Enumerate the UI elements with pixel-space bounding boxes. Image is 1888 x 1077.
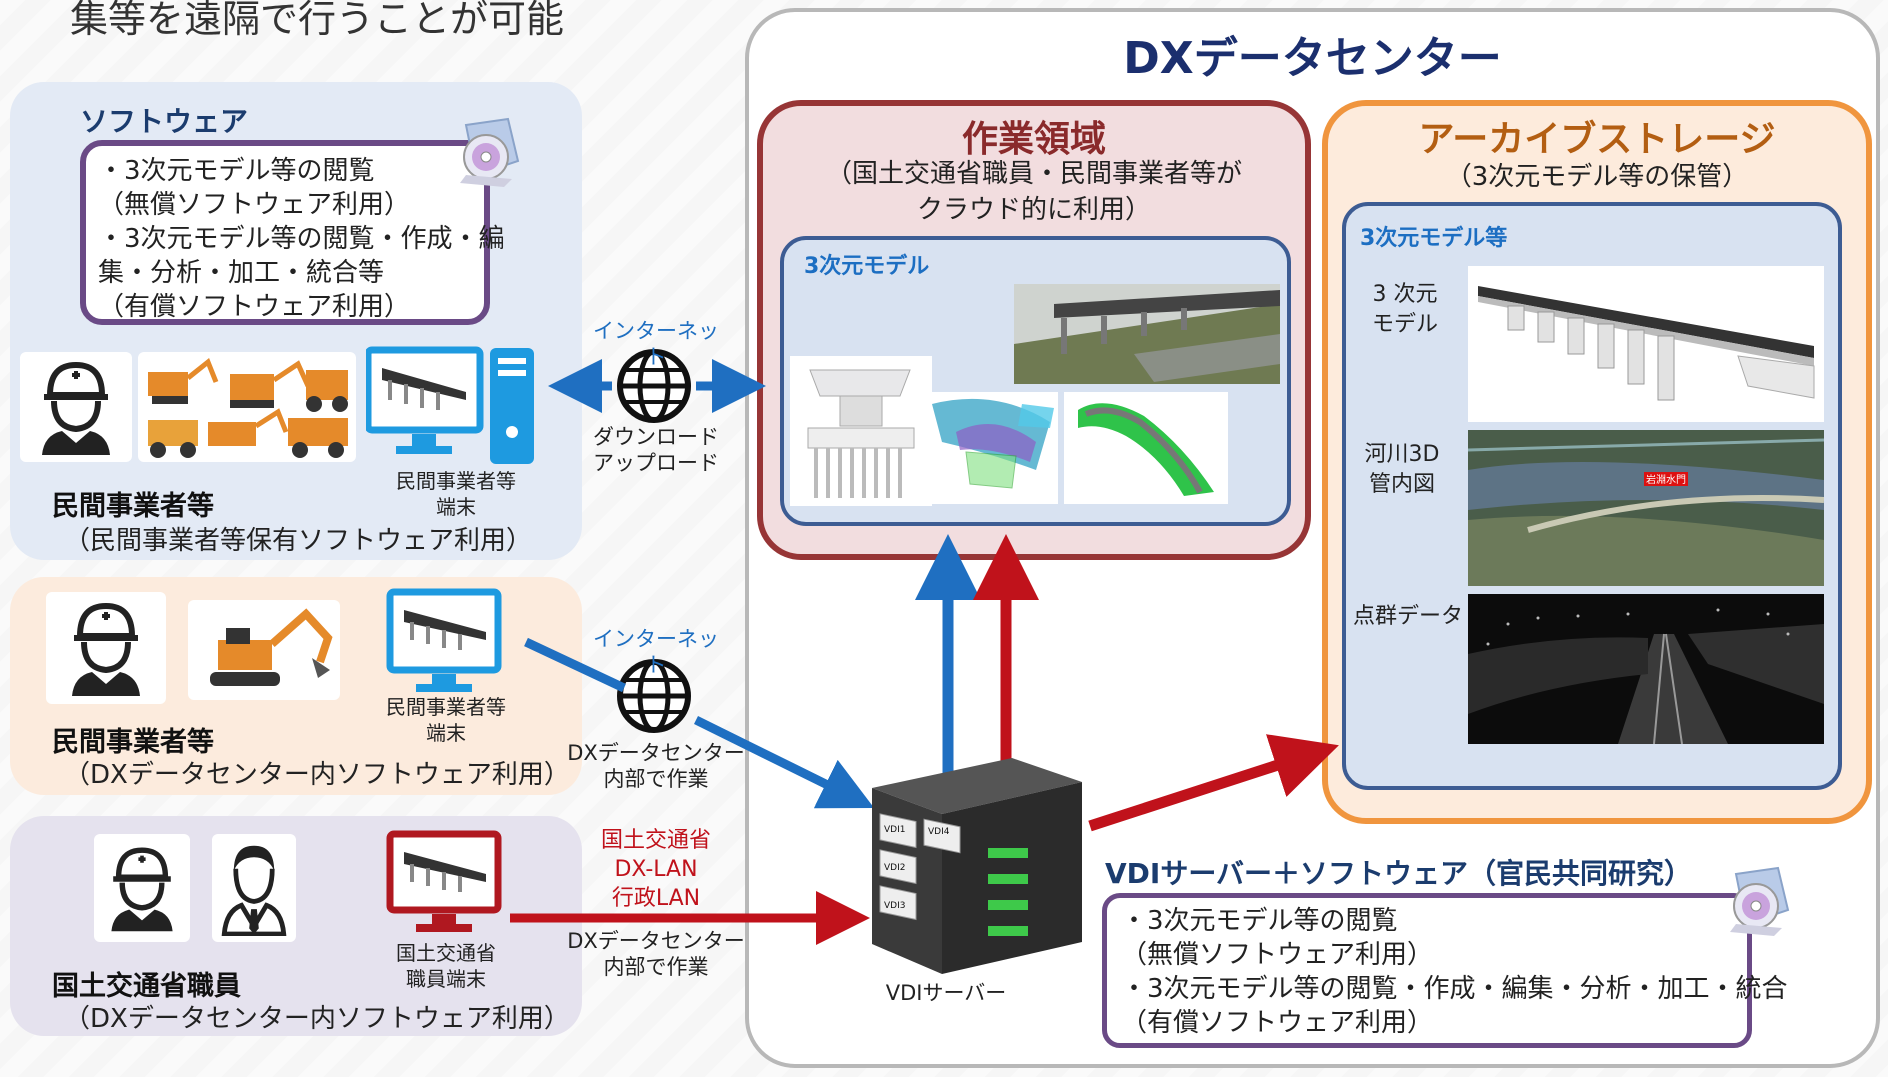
- terminal-label-line: 端末: [426, 721, 466, 745]
- archive-label-line: 管内図: [1368, 472, 1435, 497]
- archive-3d-models-title: 3次元モデル等: [1360, 226, 1508, 251]
- globe-internet-icon: [617, 659, 691, 733]
- conn-label-line: 国土交通省: [600, 828, 711, 853]
- vdi-unit-label: VDI4: [928, 827, 950, 837]
- software-line: ・3次元モデル等の閲覧: [98, 156, 375, 186]
- conn3-top-label: 国土交通省 DX-LAN 行政LAN: [586, 826, 726, 913]
- terminal-label-line: 職員端末: [406, 967, 486, 991]
- conn-label-line: DX-LAN: [614, 857, 698, 882]
- terminal-label-line: 端末: [436, 495, 476, 519]
- construction-machines-image: [138, 352, 356, 462]
- pc-terminal-icon: [386, 830, 502, 932]
- software-disc-icon: [460, 117, 520, 187]
- archive-point-cloud-image: [1468, 594, 1824, 744]
- archive-item-river-map-label: 河川3D 管内図: [1352, 440, 1452, 500]
- work-area-title: 作業領域: [961, 119, 1106, 160]
- worker-helmet-icon: [94, 834, 190, 942]
- software-line: （有償ソフトウェア利用）: [98, 292, 411, 322]
- terminal-label-line: 民間事業者等: [396, 469, 516, 493]
- office-staff-icon: [212, 834, 296, 942]
- software-line: （無償ソフトウェア利用）: [98, 190, 411, 220]
- group2-name: 民間事業者等: [52, 727, 214, 758]
- dx-datacenter-title: DXデータセンター: [1123, 33, 1502, 84]
- conn-label-line: 内部で作業: [603, 767, 709, 791]
- conn1-bottom-label: ダウンロード アップロード: [586, 424, 726, 476]
- excavator-image: [188, 600, 340, 700]
- archive-label-line: 3 次元: [1372, 282, 1438, 307]
- vdi-server-rack-icon: VDI1 VDI4 VDI2 VDI3: [872, 758, 1082, 974]
- archive-river-3d-map-image: 岩淵水門: [1468, 430, 1824, 586]
- group3-sub: （DXデータセンター内ソフトウェア利用）: [64, 1004, 570, 1034]
- globe-internet-icon: [617, 349, 691, 423]
- group3-terminal-label: 国土交通省 職員端末: [376, 940, 516, 992]
- archive-storage-title: アーカイブストレージ: [1418, 119, 1776, 160]
- work-3d-model-title: 3次元モデル: [804, 254, 930, 279]
- work-area-subtitle: （国土交通省職員・民間事業者等が クラウド的に利用）: [757, 156, 1311, 228]
- vdi-software-line: ・3次元モデル等の閲覧・作成・編集・分析・加工・統合: [1121, 974, 1788, 1004]
- conn2-top-label: インターネット: [593, 627, 719, 677]
- work-area-subtitle-line: クラウド的に利用）: [916, 195, 1151, 225]
- pc-terminal-icon: [366, 346, 534, 464]
- vdi-unit-label: VDI1: [884, 825, 905, 835]
- archive-bridge-model-image: [1468, 266, 1824, 422]
- vdi-software-box: ・3次元モデル等の閲覧 （無償ソフトウェア利用） ・3次元モデル等の閲覧・作成・…: [1102, 893, 1788, 1048]
- top-caption: 集等を遠隔で行うことが可能: [70, 0, 565, 41]
- vdi-software-title: VDIサーバー＋ソフトウェア（官民共同研究）: [1105, 857, 1693, 890]
- software-line: ・3次元モデル等の閲覧・作成・編: [98, 224, 505, 254]
- worker-helmet-icon: [46, 592, 166, 704]
- terminal-label-line: 国土交通省: [396, 941, 496, 965]
- conn-label-line: ダウンロード: [593, 425, 719, 449]
- terminal-label-line: 民間事業者等: [386, 695, 506, 719]
- group1-sub: （民間事業者等保有ソフトウェア利用）: [64, 526, 533, 556]
- worker-helmet-icon: [20, 352, 132, 462]
- map-tag-text: 岩淵水門: [1646, 473, 1686, 486]
- vdi-software-line: ・3次元モデル等の閲覧: [1121, 906, 1398, 936]
- pier-model-image: [790, 356, 932, 506]
- software-disc-icon: [1730, 866, 1790, 936]
- bridge-photo-image: [1014, 284, 1280, 384]
- conn-label-line: DXデータセンター: [567, 929, 745, 953]
- archive-label-line: 河川3D: [1364, 442, 1440, 467]
- group3-name: 国土交通省職員: [52, 971, 241, 1002]
- group1-name: 民間事業者等: [52, 491, 214, 522]
- archive-item-3d-model-label: 3 次元 モデル: [1360, 280, 1450, 340]
- road-model-image: [1064, 392, 1228, 504]
- conn-label-line: 内部で作業: [603, 955, 709, 979]
- conn1-top-label: インターネット: [593, 319, 719, 369]
- vdi-unit-label: VDI2: [884, 863, 905, 873]
- vdi-software-line: （無償ソフトウェア利用）: [1121, 940, 1434, 970]
- tunnel-model-image: [926, 392, 1058, 504]
- vdi-unit-label: VDI3: [884, 901, 905, 911]
- group1-terminal-label: 民間事業者等 端末: [386, 468, 526, 520]
- arrow-to-server: [694, 715, 875, 809]
- group2-terminal-label: 民間事業者等 端末: [376, 694, 516, 746]
- software-line: 集・分析・加工・統合等: [98, 258, 385, 288]
- archive-label-line: モデル: [1371, 312, 1438, 337]
- software-title: ソフトウェア: [80, 105, 249, 138]
- work-area-subtitle-line: （国土交通省職員・民間事業者等が: [825, 159, 1242, 189]
- arrow-segment: [524, 637, 626, 693]
- conn-label-line: DXデータセンター: [567, 741, 745, 765]
- conn2-bottom-label: DXデータセンター 内部で作業: [566, 740, 746, 792]
- group2-sub: （DXデータセンター内ソフトウェア利用）: [64, 760, 570, 790]
- arrow-server-to-archive: [1088, 734, 1339, 832]
- archive-storage-subtitle: （3次元モデル等の保管）: [1445, 162, 1749, 192]
- software-box: ・3次元モデル等の閲覧 （無償ソフトウェア利用） ・3次元モデル等の閲覧・作成・…: [80, 140, 505, 325]
- conn-label-line: 行政LAN: [611, 886, 701, 911]
- conn3-bottom-label: DXデータセンター 内部で作業: [566, 928, 746, 980]
- vdi-software-line: （有償ソフトウェア利用）: [1121, 1008, 1434, 1038]
- conn-label-line: アップロード: [593, 451, 719, 475]
- vdi-server-label: VDIサーバー: [885, 981, 1007, 1005]
- archive-item-point-cloud-label: 点群データ: [1352, 604, 1463, 629]
- pc-terminal-icon: [386, 588, 502, 692]
